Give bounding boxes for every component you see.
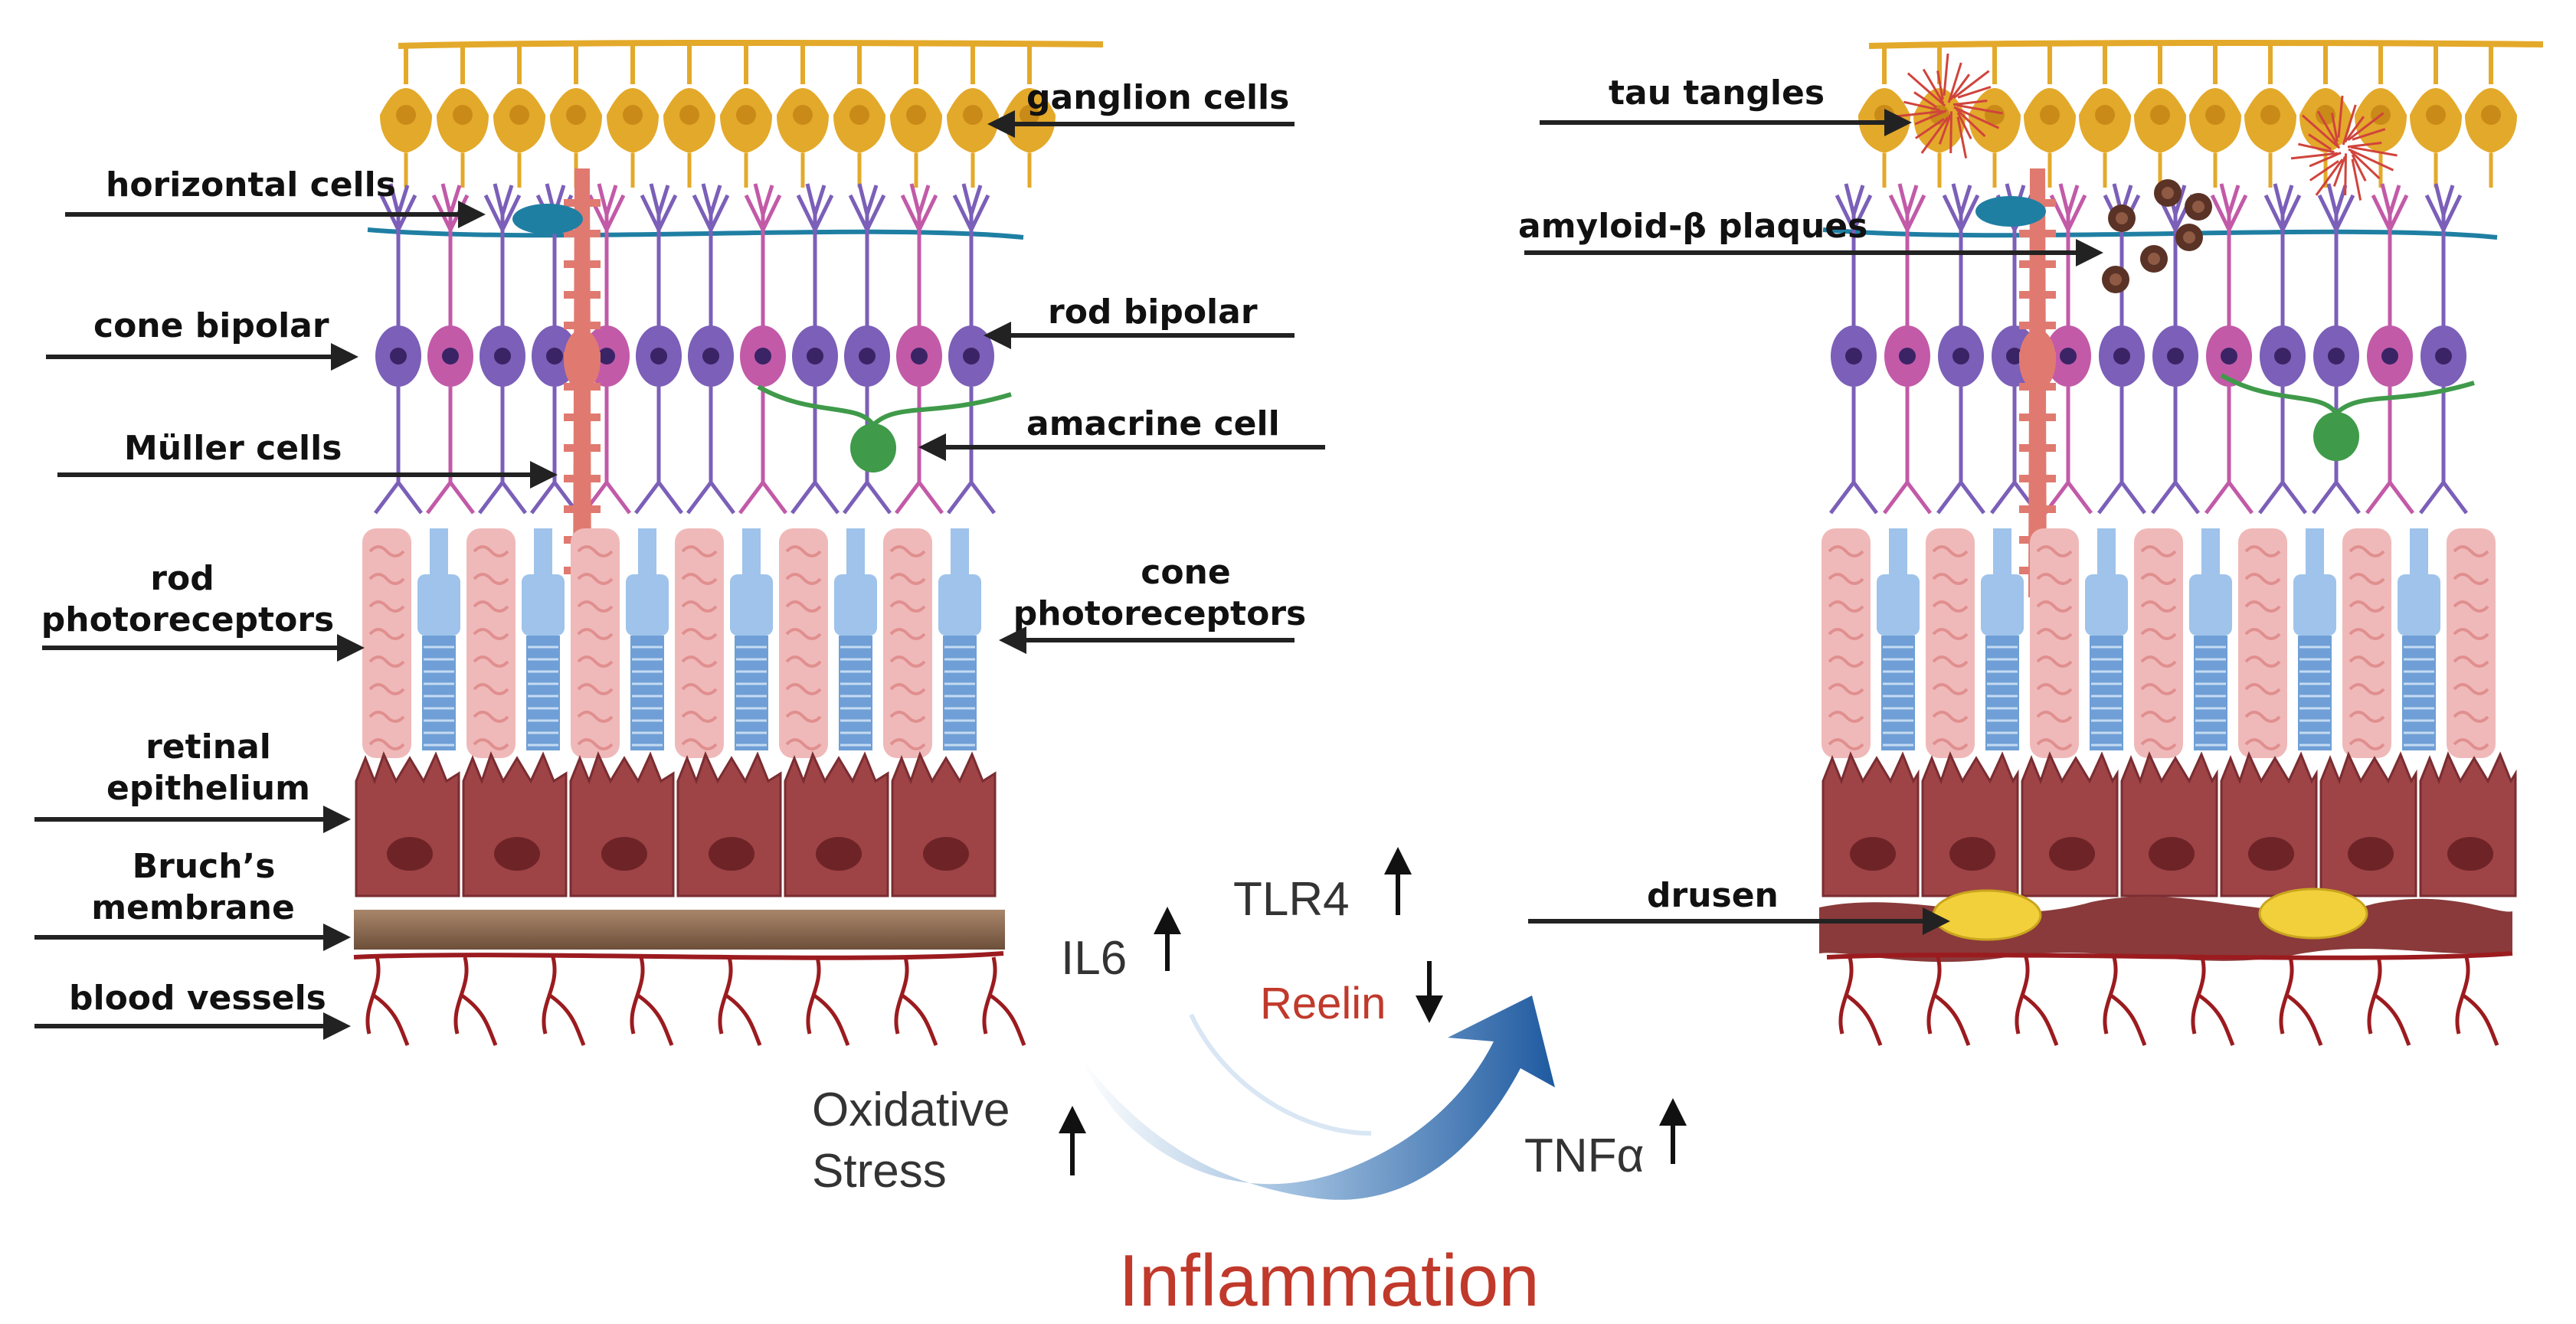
label-drusen: drusen [1647,876,1779,915]
bipolar-layer-diseased [1822,168,2498,597]
cone-photoreceptor [2293,574,2336,636]
rod-photoreceptor [779,528,828,758]
label-cone-bipolar: cone bipolar [93,306,329,345]
label-bruchs-membrane-line1: Bruch’s [133,847,276,886]
rod-photoreceptor [571,528,620,758]
bipolar-and-muller-layer [367,168,1024,597]
horizontal-cell [1975,196,2046,227]
rod-photoreceptor [2238,528,2287,758]
factor-oxidative-stress-line1: Oxidative [812,1084,1010,1136]
rpe-cell [784,750,889,897]
healthy-retina-illustration [353,39,1104,1046]
amyloid-beta-plaques [2102,179,2212,293]
healthy-labels: ganglion cells horizontal cells cone bip… [34,78,1325,1040]
rpe-cell [2419,750,2517,897]
inflammation-title: Inflammation [1118,1240,1540,1322]
bruchs-membrane-thickened [1819,896,2512,963]
rod-photoreceptor [675,528,724,758]
cone-photoreceptor [834,574,877,636]
label-amacrine-cell: amacrine cell [1026,404,1280,443]
cone-photoreceptor [2085,574,2128,636]
rpe-cell [2319,750,2417,897]
cone-photoreceptor [1981,574,2024,636]
factor-reelin: Reelin [1260,979,1386,1028]
cone-photoreceptor [2398,574,2440,636]
rod-photoreceptor [2447,528,2496,758]
drusen-deposit [1932,889,2042,941]
label-rod-photoreceptors-line2: photoreceptors [41,600,334,639]
rpe-cell [891,750,997,897]
cone-photoreceptor [1877,574,1920,636]
cone-photoreceptor [522,574,565,636]
cone-photoreceptor [626,574,669,636]
cone-photoreceptor [730,574,773,636]
blood-vessels-diseased [1826,951,2513,1046]
label-tau-tangles: tau tangles [1609,74,1825,113]
inflammation-panel: TLR4 IL6 Reelin Oxidative Stress TNFα In… [812,847,1687,1322]
rod-photoreceptor [883,528,932,758]
ganglion-layer [380,39,1104,188]
label-retinal-epithelium-line2: epithelium [106,769,310,808]
cone-photoreceptor [417,574,460,636]
rod-photoreceptor [2030,528,2079,758]
factor-tlr4: TLR4 [1233,873,1350,926]
retinal-epithelium-diseased [1822,750,2517,897]
bruchs-membrane [354,910,1005,950]
label-blood-vessels: blood vessels [69,979,326,1018]
blood-vessels [353,951,1026,1046]
inflammation-curved-arrow [1080,995,1555,1200]
retinal-epithelium-layer [355,750,997,897]
rod-photoreceptor [2342,528,2391,758]
rpe-cell [355,750,460,897]
rod-photoreceptor [1822,528,1871,758]
rpe-cell [1921,750,2019,897]
rpe-cell [2220,750,2318,897]
cone-photoreceptor [2189,574,2232,636]
factor-oxidative-stress-line2: Stress [812,1145,947,1198]
label-cone-photoreceptors-line2: photoreceptors [1013,594,1306,633]
rpe-cell [2021,750,2119,897]
rod-photoreceptor [2134,528,2183,758]
label-cone-photoreceptors-line1: cone [1141,553,1230,592]
label-rod-bipolar: rod bipolar [1048,293,1258,332]
horizontal-cell [512,204,583,234]
rpe-cell [2120,750,2218,897]
label-amyloid-plaques: amyloid-β plaques [1518,207,1867,246]
factor-tnfa: TNFα [1524,1129,1644,1182]
label-retinal-epithelium-line1: retinal [146,727,271,767]
tau-tangle [2290,95,2398,201]
rod-photoreceptor [466,528,516,758]
drusen-deposit [2258,888,2368,940]
rpe-cell [462,750,568,897]
photoreceptor-layer [362,528,981,758]
label-rod-photoreceptors-line1: rod [150,559,214,598]
photoreceptor-layer-diseased [1822,528,2496,758]
amacrine-cell [850,423,896,472]
label-horizontal-cells: horizontal cells [106,165,396,204]
rod-photoreceptor [362,528,411,758]
diseased-labels: tau tangles amyloid-β plaques drusen [1518,74,2103,935]
rod-photoreceptor [1926,528,1975,758]
factor-il6: IL6 [1061,932,1127,985]
label-muller-cells: Müller cells [124,429,342,468]
label-ganglion-cells: ganglion cells [1026,78,1289,117]
rpe-cell [676,750,782,897]
label-bruchs-membrane-line2: membrane [91,888,295,927]
rpe-cell [1822,750,1920,897]
cone-photoreceptor [938,574,981,636]
amacrine-cell [2313,412,2359,461]
diseased-retina-illustration [1819,39,2544,1046]
rpe-cell [569,750,675,897]
